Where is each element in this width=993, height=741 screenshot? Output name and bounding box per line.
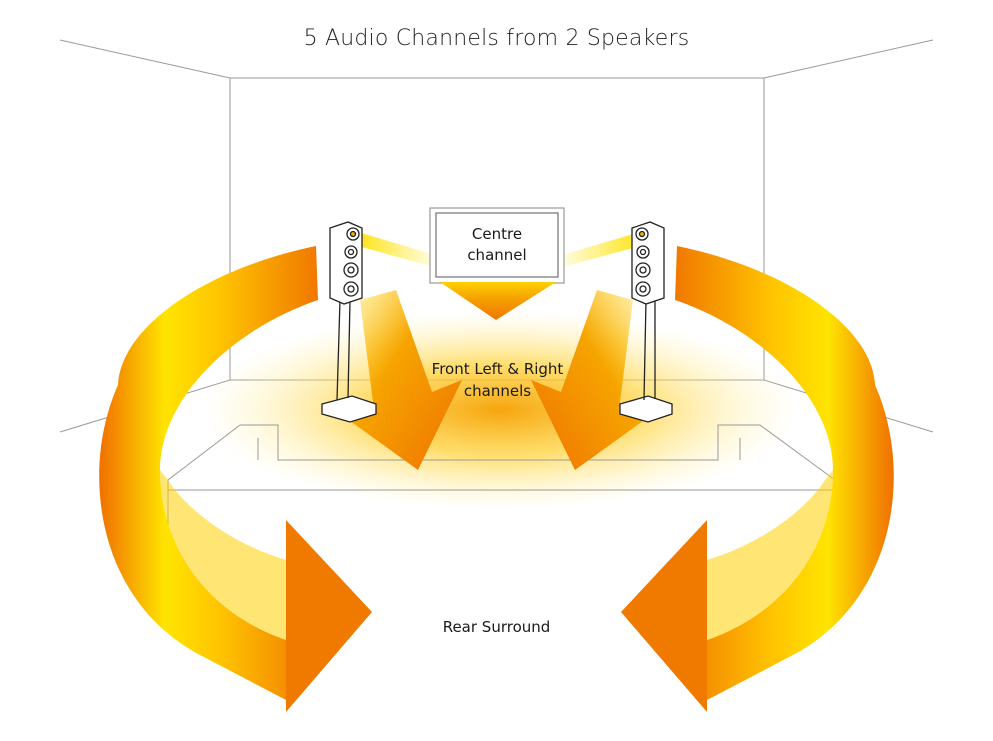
front-channels-label: Front Left & Right channels — [380, 358, 615, 402]
diagram-title: 5 Audio Channels from 2 Speakers — [303, 26, 690, 51]
centre-label-line1: Centre — [471, 225, 523, 243]
floor-glow — [200, 310, 800, 510]
right-speaker-beam — [552, 232, 640, 270]
front-label-line2: channels — [463, 382, 532, 400]
front-left-arrow — [346, 290, 462, 470]
left-speaker — [321, 221, 377, 423]
rear-right-arrowhead — [621, 520, 707, 712]
rear-left-arrowhead — [286, 520, 372, 712]
sofa-outline — [167, 424, 836, 580]
tv — [429, 207, 565, 284]
rear-left-arrow — [99, 246, 318, 700]
centre-label-line2: channel — [467, 246, 527, 264]
left-speaker-beam — [358, 232, 445, 270]
front-label-line1: Front Left & Right — [431, 360, 564, 378]
right-speaker — [619, 221, 673, 423]
front-right-arrow — [531, 290, 647, 470]
rear-surround-label: Rear Surround — [442, 618, 551, 636]
centre-channel-arrow — [440, 282, 556, 320]
centre-channel-label: Centre channel — [432, 224, 562, 266]
rear-right-arrow — [675, 246, 894, 700]
